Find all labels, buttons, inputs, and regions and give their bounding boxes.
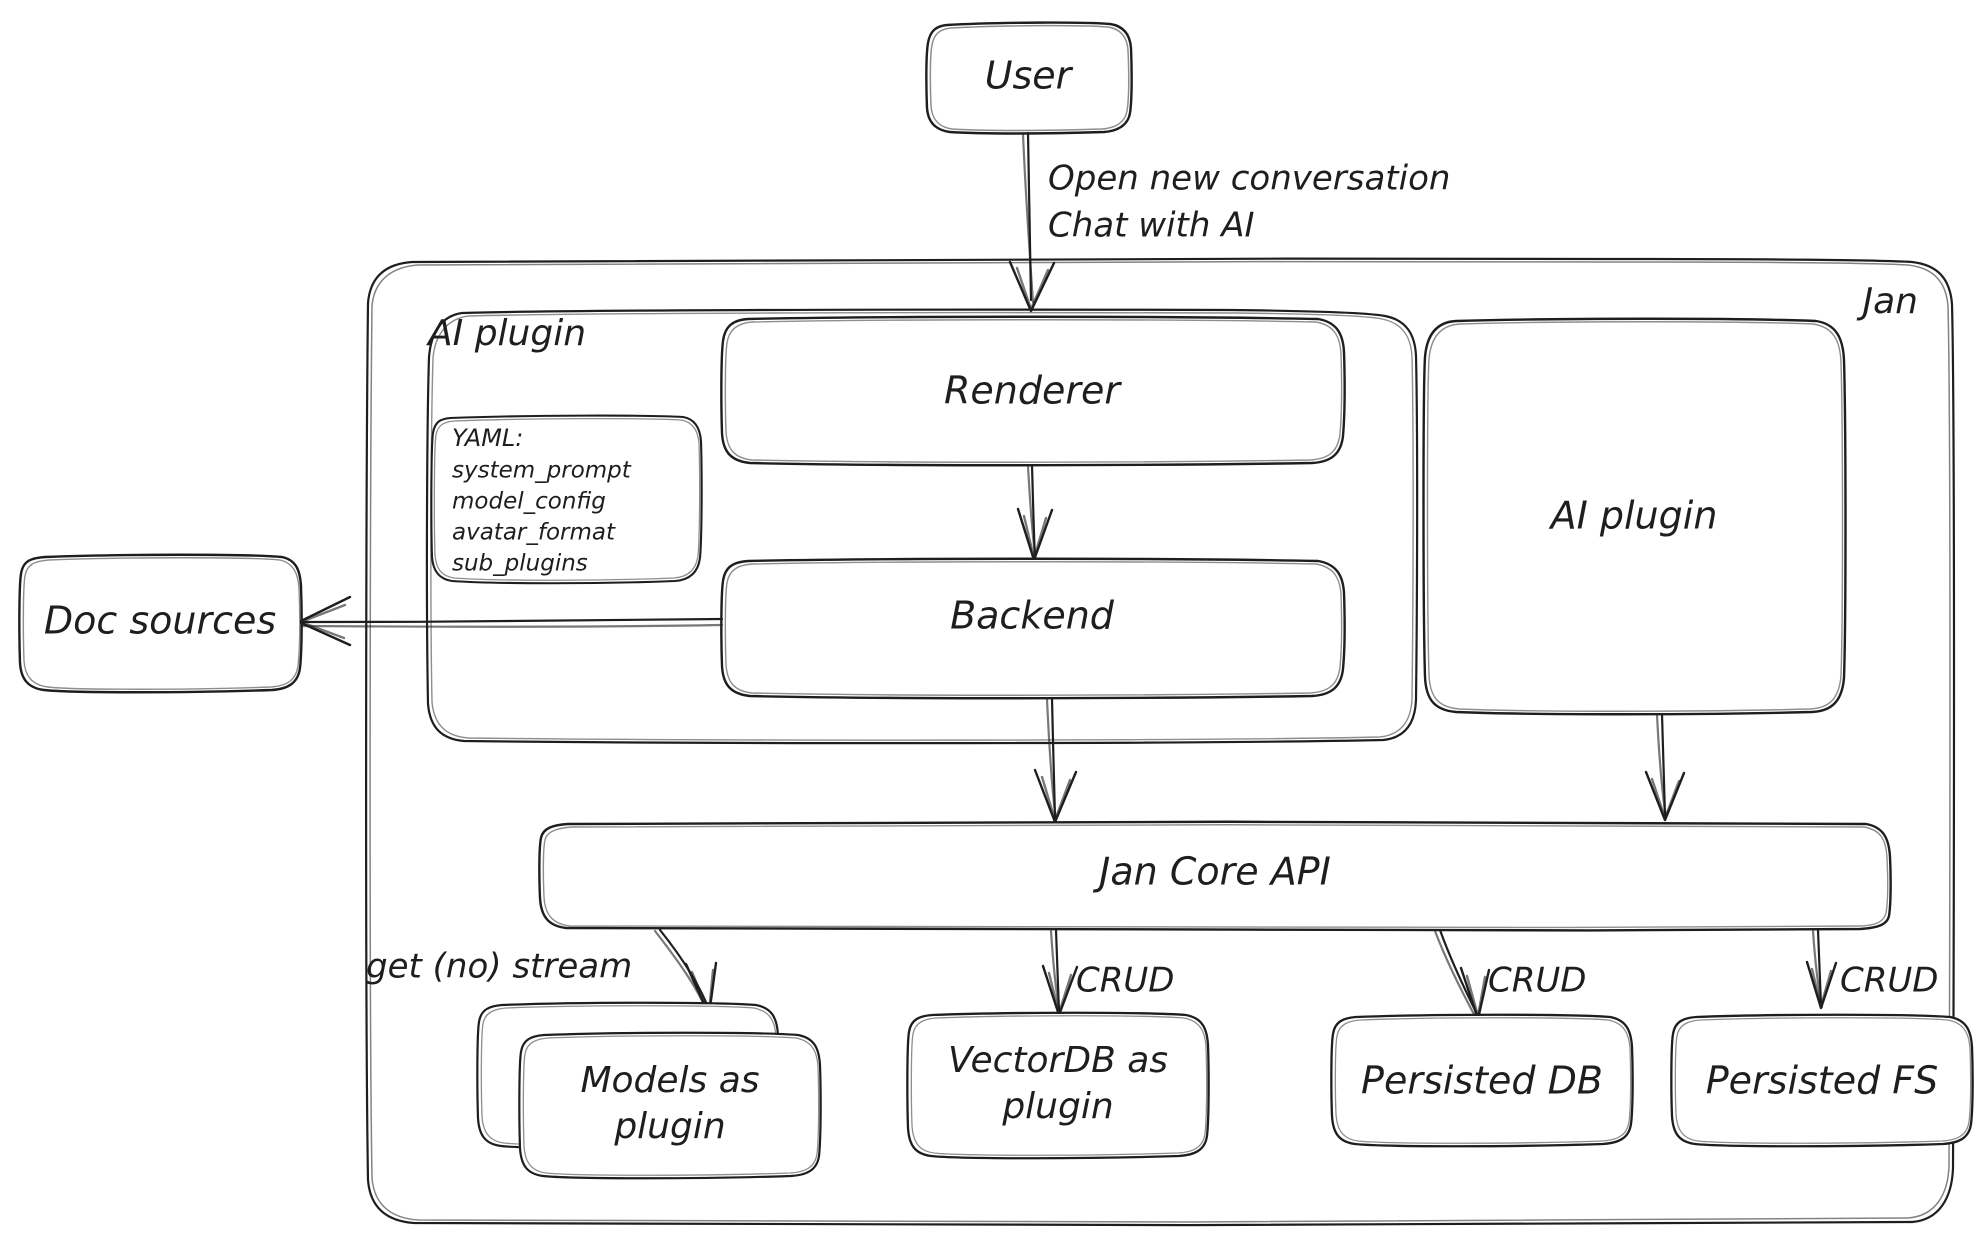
node-ai-plugin-box-label: AI plugin <box>1548 494 1718 538</box>
yaml-key-sub-plugins: sub_plugins <box>452 551 588 577</box>
yaml-key-system-prompt: system_prompt <box>452 458 632 484</box>
node-persisted-fs[interactable]: Persisted FS <box>1670 1013 1974 1148</box>
node-vectordb-plugin-label-line1: VectorDB as <box>948 1040 1168 1081</box>
edge-user-renderer-label-line2: Chat with AI <box>1048 206 1255 246</box>
edge-core-persistedfs-label: CRUD <box>1840 961 1938 1001</box>
node-vectordb-plugin[interactable]: VectorDB as plugin <box>906 1011 1210 1160</box>
yaml-key-model-config: model_config <box>452 489 606 515</box>
edge-core-vectordb-label: CRUD <box>1076 961 1174 1001</box>
edge-renderer-backend <box>1016 463 1054 563</box>
edge-core-persistedfs: CRUD <box>1805 928 1938 1010</box>
node-jan-core-api-label: Jan Core API <box>1092 850 1331 894</box>
node-renderer[interactable]: Renderer <box>720 315 1346 467</box>
edge-backend-docsources <box>297 595 724 647</box>
edge-aiplugin-core <box>1644 712 1686 822</box>
edge-core-persisteddb-label: CRUD <box>1488 961 1586 1001</box>
node-persisted-db[interactable]: Persisted DB <box>1330 1013 1634 1148</box>
node-user-label: User <box>985 54 1074 98</box>
node-persisted-db-label: Persisted DB <box>1361 1059 1603 1103</box>
node-vectordb-plugin-label-line2: plugin <box>1001 1086 1113 1127</box>
edge-core-models-label: get (no) stream <box>366 947 632 987</box>
container-jan[interactable]: Jan <box>365 257 1956 1227</box>
edge-user-renderer: Open new conversation Chat with AI <box>1008 131 1450 313</box>
edge-core-models: get (no) stream <box>366 928 718 1017</box>
node-backend[interactable]: Backend <box>720 557 1346 700</box>
node-models-plugin[interactable]: Models as plugin <box>476 1001 822 1180</box>
node-doc-sources[interactable]: Doc sources <box>18 553 303 694</box>
node-user[interactable]: User <box>925 21 1133 135</box>
edge-core-persisteddb: CRUD <box>1433 928 1586 1021</box>
edge-user-renderer-label-line1: Open new conversation <box>1048 159 1450 199</box>
edge-core-vectordb: CRUD <box>1041 928 1174 1017</box>
yaml-key-avatar-format: avatar_format <box>452 520 616 546</box>
node-ai-plugin-box[interactable]: AI plugin <box>1422 317 1847 716</box>
node-models-plugin-label-line2: plugin <box>613 1106 725 1147</box>
node-jan-core-api[interactable]: Jan Core API <box>538 820 1892 933</box>
node-doc-sources-label: Doc sources <box>44 599 276 643</box>
edge-backend-core <box>1033 696 1078 824</box>
yaml-heading: YAML: <box>452 424 523 452</box>
container-jan-label: Jan <box>1857 281 1919 322</box>
node-persisted-fs-label: Persisted FS <box>1706 1059 1939 1103</box>
node-renderer-label: Renderer <box>944 369 1122 413</box>
node-backend-label: Backend <box>950 594 1115 638</box>
container-ai-plugin-group-label: AI plugin <box>426 313 586 354</box>
node-models-plugin-label-line1: Models as <box>580 1060 759 1101</box>
node-yaml-card[interactable]: YAML: system_prompt model_config avatar_… <box>430 414 703 585</box>
